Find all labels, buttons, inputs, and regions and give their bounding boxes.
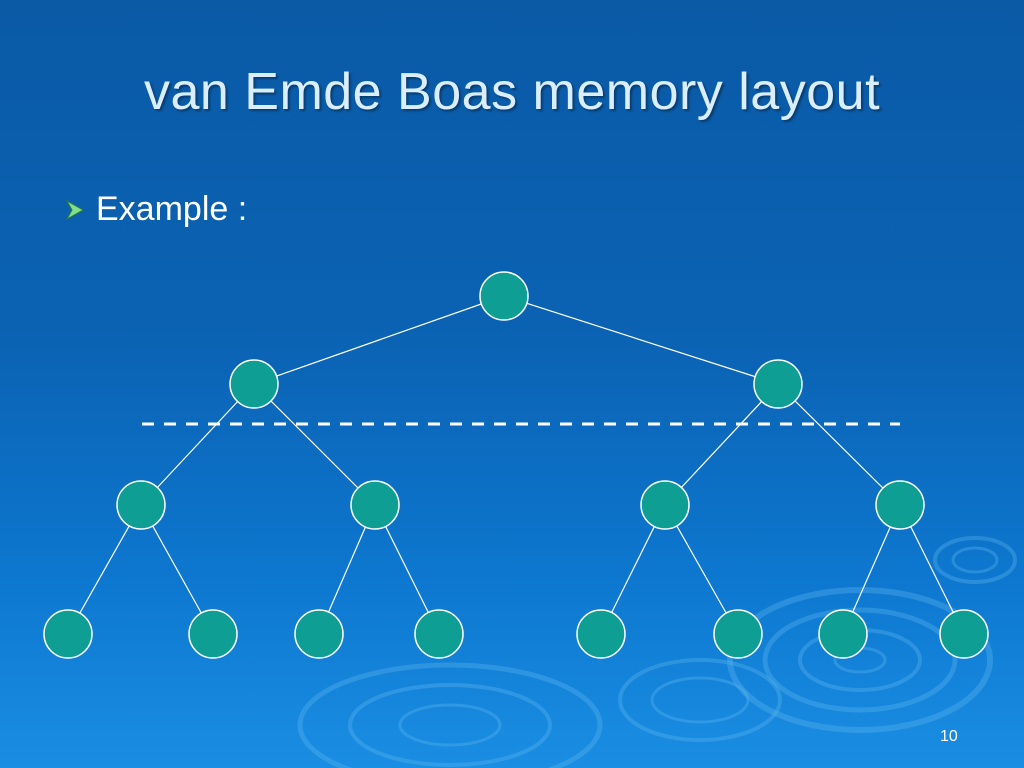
tree-edge [777,383,901,506]
tree-edge [253,383,376,506]
tree-node [229,359,279,409]
tree-node [414,609,464,659]
tree-node [818,609,868,659]
tree-node [875,480,925,530]
tree-node [939,609,989,659]
bullet-item: Example : [64,190,247,229]
tree-node [713,609,763,659]
tree-node [116,480,166,530]
tree-nodes [43,271,989,659]
page-number: 10 [940,728,958,745]
tree-node [753,359,803,409]
tree-edges [67,295,965,635]
tree-node [350,480,400,530]
tree-edge [253,295,505,385]
tree-node [640,480,690,530]
tree-edge [664,383,779,506]
tree-node [294,609,344,659]
bullet-text: Example : [96,190,248,228]
tree-node [188,609,238,659]
tree-edge [140,383,255,506]
tree-edge [503,295,779,385]
tree-node [576,609,626,659]
arrow-bullet-icon [65,199,85,220]
slide-title: van Emde Boas memory layout [143,63,881,121]
tree-node [479,271,529,321]
tree-node [43,609,93,659]
